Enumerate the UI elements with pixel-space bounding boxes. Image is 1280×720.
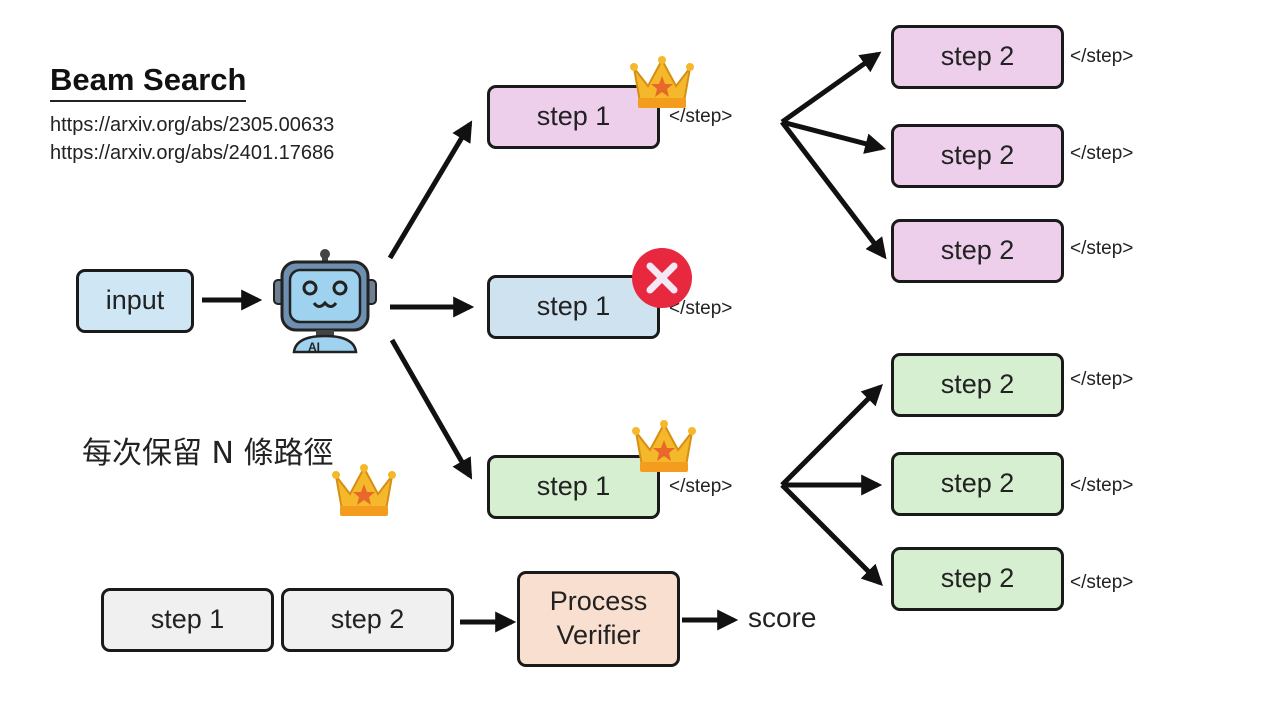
verifier-input-step1: step 1 <box>101 588 274 652</box>
end-tag-step2-pink-1: </step> <box>1070 46 1134 67</box>
end-tag-step1-mid: </step> <box>669 298 733 319</box>
crown-icon <box>332 464 396 516</box>
end-tag-step1-bot: </step> <box>669 476 733 497</box>
crown-icon <box>630 56 694 108</box>
end-tag-step2-green-3: </step> <box>1070 572 1134 593</box>
arrow-bot-to-step2-g1 <box>780 384 883 487</box>
x-mark-icon <box>632 248 692 308</box>
crown-icon <box>632 420 696 472</box>
page-title: Beam Search <box>50 62 247 102</box>
end-tag-step2-green-1: </step> <box>1070 369 1134 390</box>
step2-pink-3: step 2 <box>891 219 1064 283</box>
step2-pink-1: step 2 <box>891 25 1064 89</box>
input-node: input <box>76 269 194 333</box>
arrow-bot-to-step2-g3 <box>780 483 883 586</box>
step2-green-3: step 2 <box>891 547 1064 611</box>
arrow-top-to-step2-p2 <box>781 119 887 154</box>
end-tag-step1-top: </step> <box>669 106 733 127</box>
svg-text:AI: AI <box>308 340 320 354</box>
process-verifier-node: Process Verifier <box>517 571 680 667</box>
end-tag-step2-green-2: </step> <box>1070 475 1134 496</box>
step1-bot-node: step 1 <box>487 455 660 519</box>
step1-top-node: step 1 <box>487 85 660 149</box>
process-verifier-line1: Process <box>549 586 648 617</box>
score-label: score <box>748 602 817 633</box>
ai-robot-icon: AI <box>273 249 377 354</box>
end-tag-step2-pink-2: </step> <box>1070 143 1134 164</box>
step2-green-1: step 2 <box>891 353 1064 417</box>
paper-link-2[interactable]: https://arxiv.org/abs/2401.17686 <box>50 142 335 164</box>
arrow-robot-to-step1-bot <box>389 338 473 480</box>
arrow-robot-to-step1-top <box>387 120 473 260</box>
process-verifier-line2: Verifier <box>556 620 641 650</box>
step2-pink-2: step 2 <box>891 124 1064 188</box>
end-tag-step2-pink-3: </step> <box>1070 238 1134 259</box>
paper-link-1[interactable]: https://arxiv.org/abs/2305.00633 <box>50 114 335 136</box>
verifier-input-step2: step 2 <box>281 588 454 652</box>
step2-green-2: step 2 <box>891 452 1064 516</box>
step1-mid-node: step 1 <box>487 275 660 339</box>
beam-caption: 每次保留 N 條路徑 <box>82 436 334 471</box>
arrow-top-to-step2-p3 <box>780 120 887 260</box>
arrow-top-to-step2-p1 <box>780 51 882 125</box>
